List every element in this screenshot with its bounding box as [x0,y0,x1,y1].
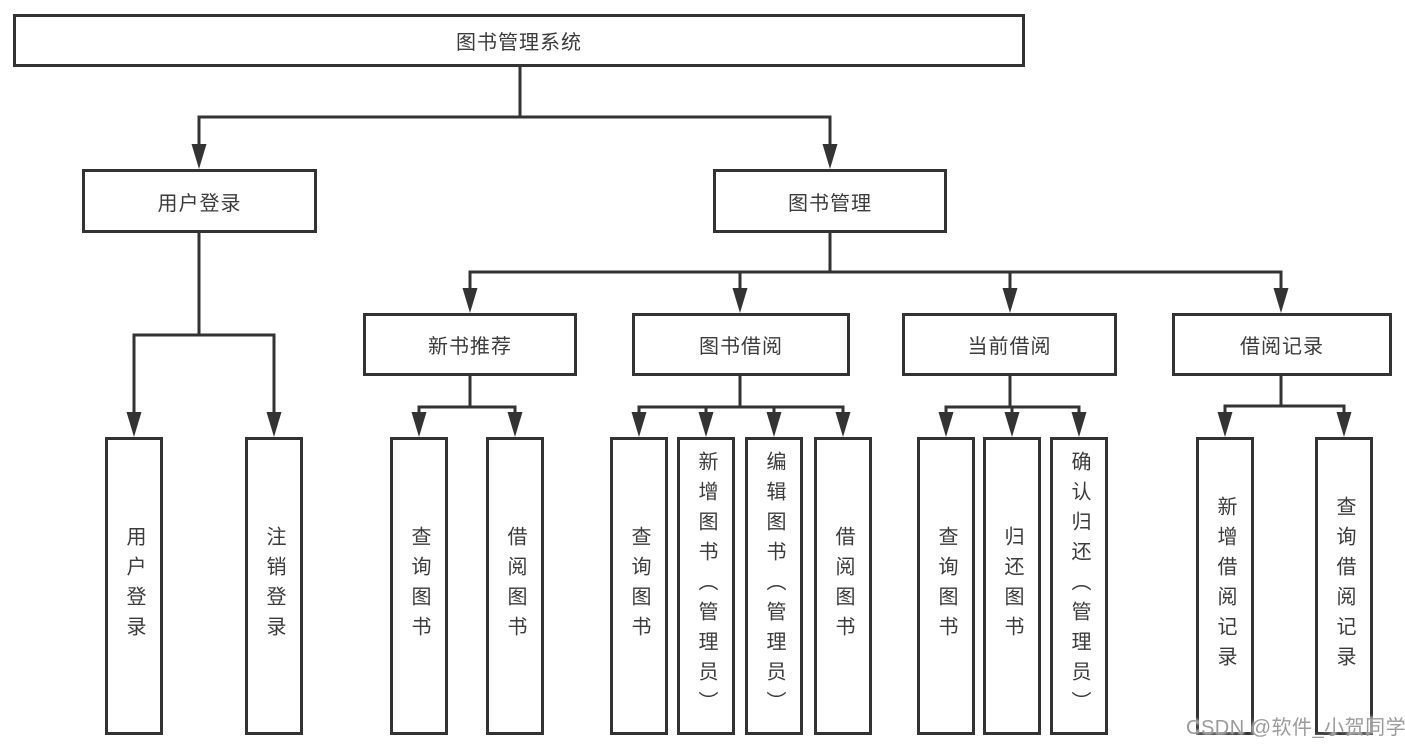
node-current-borrow: 当前借阅 [902,313,1117,376]
connector-new-book-recommend-children [417,374,517,418]
leaf-borrow-books-recommend: 借阅图书 [486,437,544,735]
leaf-confirm-return-admin: 确认归还（管理员） [1050,437,1108,735]
leaf-return-book: 归还图书 [983,437,1041,735]
leaf-query-books-current: 查询图书 [917,437,975,735]
leaf-add-borrow-record: 新增借阅记录 [1196,437,1254,735]
leaf-query-borrow-record: 查询借阅记录 [1315,437,1373,735]
node-root: 图书管理系统 [13,14,1025,67]
leaf-borrow-books-borrow: 借阅图书 [814,437,872,735]
leaf-user-login: 用户登录 [105,437,163,735]
leaf-query-books-borrow: 查询图书 [610,437,668,735]
connector-user-login-children [132,231,276,418]
connector-current-borrow-children [944,374,1081,418]
node-book-borrow: 图书借阅 [632,313,850,376]
node-new-book-recommend: 新书推荐 [363,313,577,376]
leaf-edit-book-admin: 编辑图书（管理员） [745,437,803,735]
node-user-login: 用户登录 [82,169,317,233]
connector-root-to-level2 [197,65,832,149]
connector-book-borrow-children [637,374,845,418]
leaf-query-books-recommend: 查询图书 [390,437,448,735]
csdn-watermark: CSDN @软件_小贺同学 [1186,717,1405,739]
connector-borrow-records-children [1223,374,1346,418]
connector-book-management-children [468,231,1283,294]
leaf-add-book-admin: 新增图书（管理员） [677,437,735,735]
leaf-logout: 注销登录 [245,437,303,735]
node-book-management: 图书管理 [713,169,947,233]
node-borrow-records: 借阅记录 [1172,313,1392,376]
